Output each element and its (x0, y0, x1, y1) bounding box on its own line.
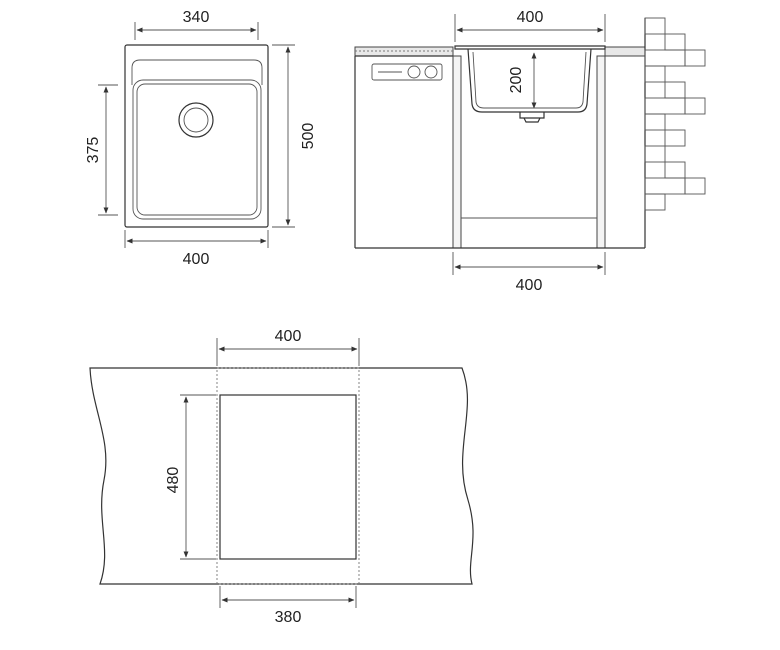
sink-drain-fitting (519, 112, 545, 123)
sink-bowl-inner (136, 83, 258, 216)
dim-label-400-cutout: 400 (275, 328, 302, 345)
sink-bowl-profile (467, 48, 592, 113)
dim-label-400-side-bottom: 400 (516, 277, 543, 294)
brick-wall (644, 17, 706, 248)
appliance-knob-2 (424, 65, 438, 79)
dim-label-200: 200 (508, 67, 525, 94)
sink-outer-rim (124, 44, 269, 228)
drain-inner (183, 107, 209, 133)
cutout-plan-view: 400 480 380 (89, 328, 474, 626)
sink-back-ledge (131, 59, 263, 85)
sink-top-view: 340 375 500 400 (85, 9, 317, 268)
appliance-knob-1 (407, 65, 421, 79)
dim-label-500: 500 (300, 123, 317, 150)
dim-label-400-top-view: 400 (183, 251, 210, 268)
cabinet-outline (216, 367, 360, 585)
cabinet-wall-left (452, 55, 462, 249)
sink-cutout (219, 394, 357, 560)
appliance-panel (354, 55, 453, 248)
sink-bowl (132, 79, 262, 220)
countertop-outline (89, 367, 474, 585)
countertop-left (354, 46, 454, 57)
sink-side-view: 400 200 400 (354, 9, 706, 294)
dim-label-375: 375 (85, 137, 102, 164)
dim-label-340: 340 (183, 9, 210, 26)
dim-label-480: 480 (165, 467, 182, 494)
dim-label-380: 380 (275, 609, 302, 626)
appliance-control-strip (371, 63, 443, 81)
countertop-right (604, 46, 646, 57)
drain-outer (178, 102, 214, 138)
sink-rim-profile (454, 45, 606, 50)
cabinet-wall-right (596, 55, 606, 249)
dim-label-400-side-top: 400 (517, 9, 544, 26)
